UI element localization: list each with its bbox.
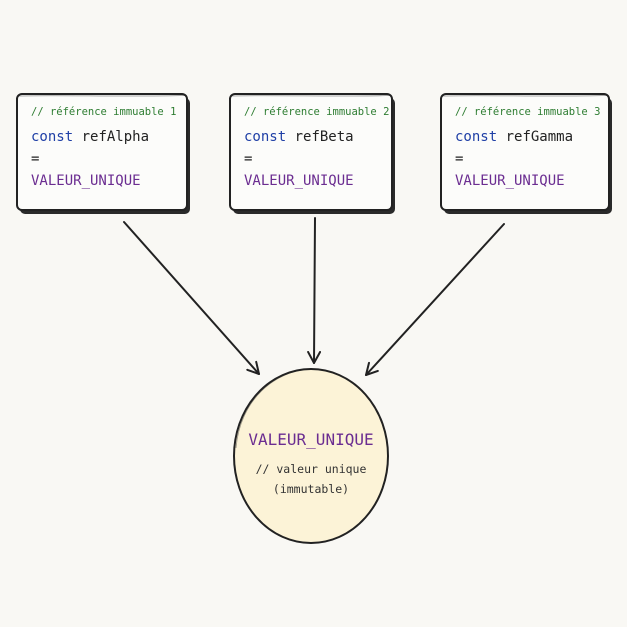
reference-card-1: // référence immuable 1 const refAlpha =… [17, 94, 187, 210]
declaration-line: const refGamma [455, 126, 611, 148]
reference-card-2: // référence immuable 2 const refBeta = … [230, 94, 400, 210]
declaration-line: const refAlpha [31, 126, 187, 148]
assignment-operator: = [244, 150, 253, 167]
value-label: VALEUR_UNIQUE [248, 430, 374, 449]
assignment-operator: = [455, 150, 464, 167]
reference-card-1-frame [16, 93, 190, 214]
value-comment: // valeur unique (immutable) [236, 459, 386, 499]
value-comment-line-2: (immutable) [272, 482, 350, 496]
reference-card-3: // référence immuable 3 const refGamma =… [441, 94, 611, 210]
reference-comment: // référence immuable 1 [31, 106, 177, 118]
reference-name: refGamma [505, 128, 574, 145]
reference-card-2-frame [229, 93, 395, 214]
reference-value: VALEUR_UNIQUE [244, 172, 354, 189]
assignment-operator: = [31, 150, 40, 167]
reference-comment: // référence immuable 2 [244, 106, 390, 118]
arrow-ref1-to-value [123, 221, 260, 375]
const-keyword: const [455, 128, 498, 145]
declaration-line: const refBeta [244, 126, 400, 148]
value-label-group: VALEUR_UNIQUE // valeur unique (immutabl… [236, 370, 386, 499]
reference-name: refBeta [294, 128, 354, 145]
const-keyword: const [31, 128, 74, 145]
const-keyword: const [244, 128, 287, 145]
reference-card-3-frame [440, 93, 612, 214]
arrow-ref2-to-value [307, 217, 322, 364]
reference-comment: // référence immuable 3 [455, 106, 601, 118]
value-circle [233, 368, 389, 544]
reference-name: refAlpha [81, 128, 150, 145]
reference-value: VALEUR_UNIQUE [31, 172, 141, 189]
arrow-ref3-to-value [365, 223, 505, 376]
reference-value: VALEUR_UNIQUE [455, 172, 565, 189]
value-comment-line-1: // valeur unique [255, 462, 367, 476]
